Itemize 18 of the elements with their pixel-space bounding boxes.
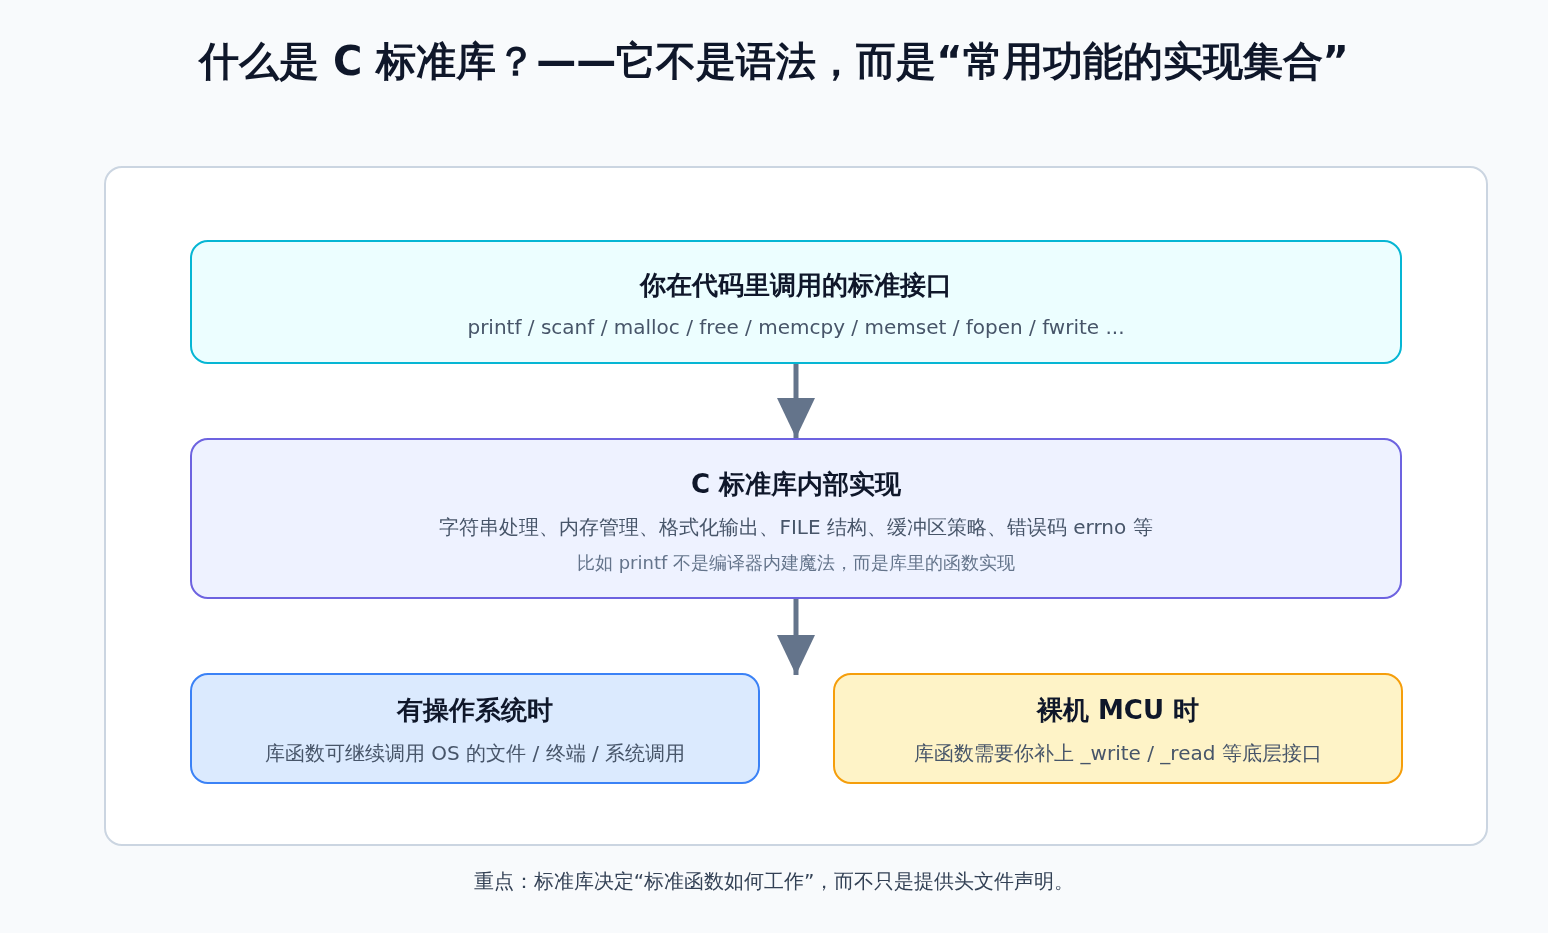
box-text: 字符串处理、内存管理、格式化输出、FILE 结构、缓冲区策略、错误码 errno 等 bbox=[439, 513, 1153, 541]
process-box bbox=[190, 673, 760, 784]
title: 什么是 C 标准库？——它不是语法，而是“常用功能的实现集合” bbox=[199, 38, 1349, 84]
arrow bbox=[777, 364, 815, 438]
box-heading: C 标准库内部实现 bbox=[690, 467, 902, 501]
box-heading: 有操作系统时 bbox=[397, 693, 553, 727]
arrow bbox=[777, 599, 815, 675]
box-text: printf / scanf / malloc / free / memcpy / memset / fopen / fwrite ... bbox=[467, 314, 1125, 339]
caption: 重点：标准库决定“标准函数如何工作”，而不只是提供头文件声明。 bbox=[473, 869, 1075, 893]
process-box bbox=[833, 673, 1403, 784]
panel-card bbox=[104, 166, 1488, 846]
process-box bbox=[190, 240, 1402, 364]
box-text: 库函数可继续调用 OS 的文件 / 终端 / 系统调用 bbox=[264, 739, 686, 767]
box-text: 库函数需要你补上 _write / _read 等底层接口 bbox=[914, 739, 1322, 767]
process-box bbox=[190, 438, 1402, 599]
box-heading: 裸机 MCU 时 bbox=[1036, 693, 1200, 727]
box-note: 比如 printf 不是编译器内建魔法，而是库里的函数实现 bbox=[576, 550, 1016, 575]
box-heading: 你在代码里调用的标准接口 bbox=[640, 268, 952, 302]
